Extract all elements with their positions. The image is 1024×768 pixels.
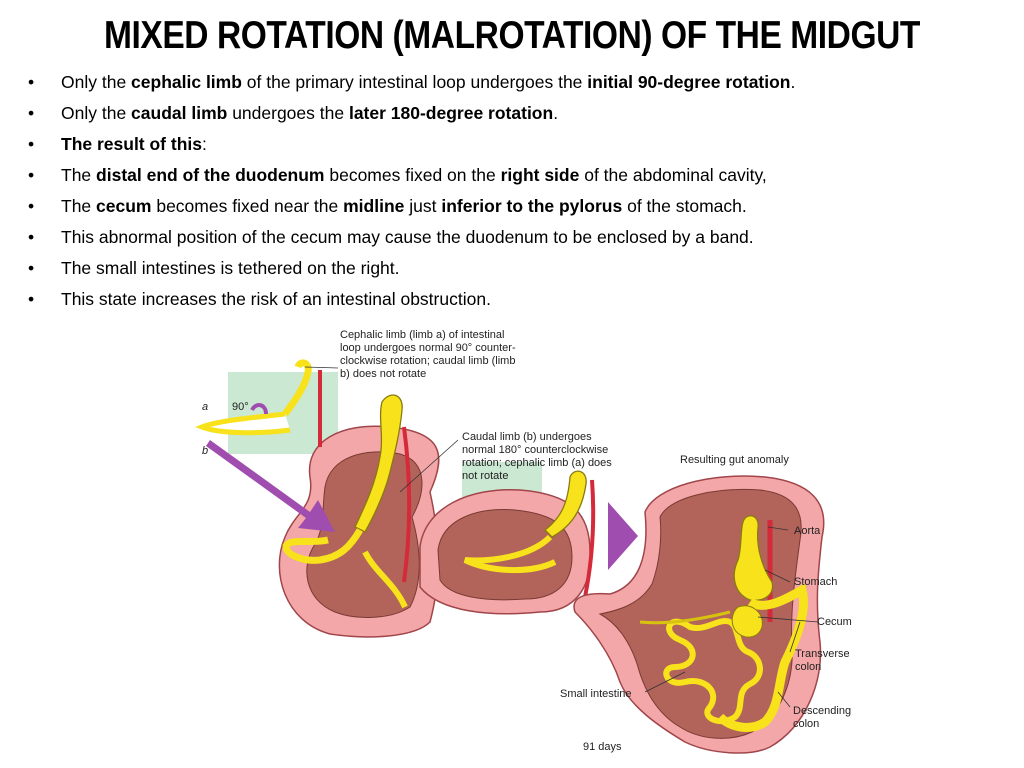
bullet-bold-text: inferior to the pylorus — [441, 196, 623, 216]
bullet-item: • This state increases the risk of an int… — [18, 285, 1008, 316]
caption-caudal-1: Caudal limb (b) undergoes — [462, 431, 592, 443]
bullet-bold-text: distal end of the duodenum — [96, 165, 325, 185]
rotation-arrow — [250, 403, 268, 415]
initial-stomach — [282, 359, 312, 417]
middle-stomach — [544, 470, 587, 538]
bullet-text: just — [404, 196, 442, 216]
bullet-text: Only the — [61, 72, 132, 92]
bullet-bold-text: later 180-degree rotation — [348, 103, 554, 123]
aorta-label: Aorta — [794, 525, 821, 537]
caption-cephalic-2: loop undergoes normal 90° counter- — [340, 342, 516, 354]
bullet-text: Only the — [61, 103, 132, 123]
bullet-text: . — [553, 103, 559, 123]
stomach-label: Stomach — [794, 576, 837, 588]
left-gut-loop — [282, 528, 364, 564]
bullet-bold-text: right side — [500, 165, 580, 185]
bullet-item: • The result of this: — [18, 130, 1008, 161]
bullet-text: of the primary intestinal loop undergoes… — [241, 72, 588, 92]
bullet-item: • Only the caudal limb undergoes the late… — [18, 99, 1008, 130]
right-colon — [716, 583, 808, 732]
right-duodenum — [639, 610, 731, 625]
bullet-bold-text: midline — [343, 196, 405, 216]
initial-loop — [195, 359, 322, 447]
bullet-item: • The small intestines is tethered on the… — [18, 254, 1008, 285]
bullet-text: of the stomach. — [622, 196, 747, 216]
bullet-text: . — [790, 72, 796, 92]
bullet-text: becomes fixed on the — [324, 165, 501, 185]
bullet-item: • The cecum becomes fixed near the midlin… — [18, 192, 1008, 223]
left-cavity — [306, 451, 423, 618]
bullet-text: : — [201, 134, 207, 154]
bullet-item: • This abnormal position of the cecum may… — [18, 223, 1008, 254]
bullet-bold-text: initial 90-degree rotation — [587, 72, 791, 92]
angle-label: 90° — [232, 401, 249, 413]
leader-lines — [304, 366, 819, 708]
left-stomach — [354, 394, 403, 533]
bullet-text: The — [61, 196, 97, 216]
bullet-item: • Only the cephalic limb of the primary i… — [18, 68, 1008, 99]
bullet-text: of the abdominal cavity, — [579, 165, 767, 185]
bullet-text: The — [61, 165, 97, 185]
right-embryo — [573, 475, 825, 754]
descending-colon-label-1: Descending — [793, 705, 851, 717]
bullet-dot: • — [28, 227, 35, 247]
slide-title: MIXED ROTATION (MALROTATION) OF THE MIDG… — [103, 14, 920, 57]
bullet-bold-text: cecum — [96, 196, 152, 216]
middle-intestine — [463, 534, 557, 573]
transverse-colon-label-1: Transverse — [795, 648, 850, 660]
bullet-dot: • — [28, 72, 35, 92]
small-intestine-label: Small intestine — [560, 688, 632, 700]
initial-loop-shape — [195, 411, 291, 436]
caption-caudal-3: rotation; cephalic limb (a) does — [462, 457, 612, 469]
days-label: 91 days — [583, 741, 622, 753]
bullet-text: becomes fixed near the — [151, 196, 344, 216]
bullet-bold-text: The result of this — [61, 134, 202, 154]
left-intestine — [362, 550, 408, 609]
bullet-list: • Only the cephalic limb of the primary i… — [18, 68, 1008, 316]
bullet-bold-text: cephalic limb — [131, 72, 242, 92]
bullet-dot: • — [28, 258, 35, 278]
left-vessel — [402, 426, 412, 583]
bullet-item: • The distal end of the duodenum becomes … — [18, 161, 1008, 192]
caption-cephalic-1: Cephalic limb (limb a) of intestinal — [340, 329, 504, 341]
result-label: Resulting gut anomaly — [680, 454, 789, 466]
left-embryo — [278, 394, 440, 638]
middle-vessel — [583, 479, 596, 598]
limb-a-label: a — [202, 401, 208, 413]
caption-caudal-2: normal 180° counterclockwise — [462, 444, 608, 456]
bullet-dot: • — [28, 196, 35, 216]
bullet-dot: • — [28, 289, 35, 309]
embryology-diagram: Cephalic limb (limb a) of intestinal loo… — [195, 329, 852, 754]
right-cecum — [731, 605, 763, 638]
bullet-text: This abnormal position of the cecum may … — [61, 227, 754, 247]
malrotation-figure: Cephalic limb (limb a) of intestinal loo… — [190, 322, 870, 762]
bullet-text: The small intestines is tethered on the … — [61, 258, 400, 278]
caption-cephalic-4: b) does not rotate — [340, 368, 426, 380]
limb-b-label: b — [202, 445, 208, 457]
bullet-dot: • — [28, 165, 35, 185]
caption-cephalic-3: clockwise rotation; caudal limb (limb — [340, 355, 515, 367]
caption-caudal-4: not rotate — [462, 470, 508, 482]
descending-colon-label-2: colon — [793, 718, 819, 730]
bullet-text: This state increases the risk of an inte… — [61, 289, 491, 309]
purple-arrow-2 — [608, 502, 638, 570]
transverse-colon-label-2: colon — [795, 661, 821, 673]
bullet-text: undergoes the — [227, 103, 349, 123]
middle-embryo — [419, 470, 596, 615]
right-stomach — [733, 515, 774, 601]
bullet-dot: • — [28, 134, 35, 154]
bullet-dot: • — [28, 103, 35, 123]
bullet-bold-text: caudal limb — [131, 103, 228, 123]
right-small-intestine — [663, 617, 763, 725]
cecum-label: Cecum — [817, 616, 852, 628]
purple-arrow-1 — [206, 440, 335, 532]
